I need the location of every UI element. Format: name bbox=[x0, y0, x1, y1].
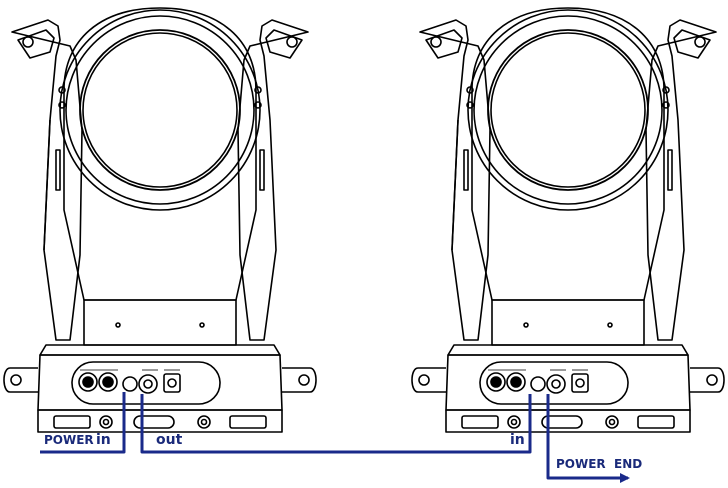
power-in-cable bbox=[40, 392, 126, 454]
fixture-left bbox=[3, 7, 317, 433]
power-cables bbox=[40, 392, 630, 483]
link-cable bbox=[140, 394, 532, 454]
in-right-label: in bbox=[510, 432, 525, 448]
fixture-right bbox=[411, 7, 725, 433]
in-left-label: in bbox=[96, 432, 111, 448]
power-end-cable bbox=[546, 394, 630, 483]
power-in-label: POWER bbox=[44, 433, 94, 447]
power-end-label: POWER END bbox=[556, 457, 642, 471]
out-label: out bbox=[156, 432, 183, 448]
